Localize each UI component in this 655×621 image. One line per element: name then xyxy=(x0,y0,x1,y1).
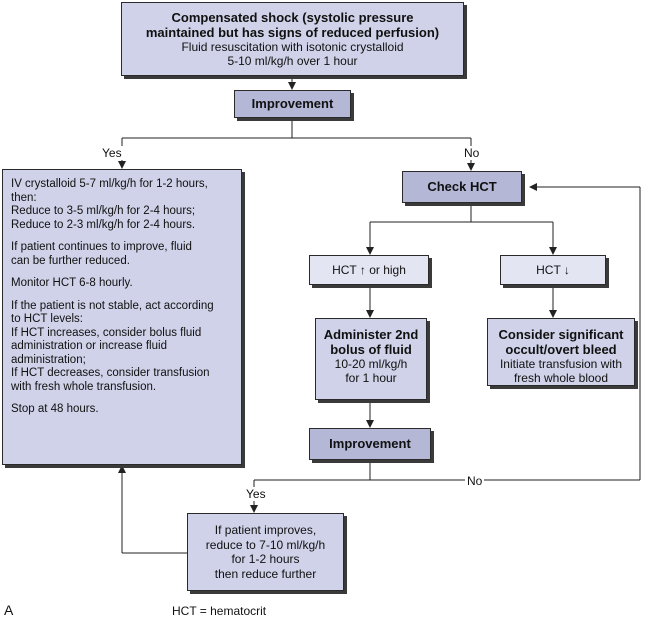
yes-label-2: Yes xyxy=(244,487,268,501)
left-p4-line-5: administration; xyxy=(11,353,86,366)
left-p4-line-7: with fresh whole transfusion. xyxy=(11,380,157,393)
bolus-line-2: for 1 hour xyxy=(345,371,397,385)
bolus-title-line-1: Administer 2nd xyxy=(323,327,419,342)
improves-line-1: If patient improves, xyxy=(214,523,317,537)
hct-down-label: HCT ↓ xyxy=(536,263,570,277)
left-paragraph-2: If patient continues to improve, fluid c… xyxy=(11,241,233,268)
left-p1-line-2: then: xyxy=(11,191,37,204)
hct-up-box: HCT ↑ or high xyxy=(309,255,429,285)
significant-bleed-box: Consider significant occult/overt bleed … xyxy=(487,318,635,386)
left-p5-line-1: Stop at 48 hours. xyxy=(11,403,99,415)
no-label-1: No xyxy=(462,146,482,160)
left-paragraph-5: Stop at 48 hours. xyxy=(11,403,233,417)
left-paragraph-1: IV crystalloid 5-7 ml/kg/h for 1-2 hours… xyxy=(11,178,233,232)
improvement-box-2: Improvement xyxy=(309,428,431,460)
left-p3-line-1: Monitor HCT 6-8 hourly. xyxy=(11,277,133,289)
legend-hct: HCT = hematocrit xyxy=(172,604,267,618)
yes-label-1: Yes xyxy=(100,146,124,160)
improves-line-3: for 1-2 hours xyxy=(231,552,300,566)
bleed-line-2: fresh whole blood xyxy=(513,371,609,385)
left-p1-line-3: Reduce to 3-5 ml/kg/h for 2-4 hours; xyxy=(11,205,196,217)
compensated-shock-box: Compensated shock (systolic pressure mai… xyxy=(121,2,464,76)
check-hct-label: Check HCT xyxy=(427,179,497,194)
compensated-shock-line-1: Fluid resuscitation with isotonic crysta… xyxy=(181,40,404,54)
left-paragraph-3: Monitor HCT 6-8 hourly. xyxy=(11,277,233,291)
hct-up-label: HCT ↑ or high xyxy=(332,263,406,277)
bleed-title-line-2: occult/overt bleed xyxy=(505,342,617,357)
hct-down-box: HCT ↓ xyxy=(500,255,606,285)
left-p4-line-2: to HCT levels: xyxy=(11,313,84,325)
compensated-shock-title-line-2: maintained but has signs of reduced perf… xyxy=(145,25,440,40)
improves-line-4: then reduce further xyxy=(214,566,317,581)
left-p4-line-4: administration or increase fluid xyxy=(11,340,167,352)
left-paragraph-4: If the patient is not stable, act accord… xyxy=(11,300,233,395)
bleed-line-1: Initiate transfusion with xyxy=(499,357,623,371)
improvement-1-label: Improvement xyxy=(251,96,334,111)
panel-letter: A xyxy=(4,602,14,618)
compensated-shock-title-line-1: Compensated shock (systolic pressure xyxy=(171,10,414,25)
improvement-2-label: Improvement xyxy=(329,436,411,451)
left-p2-line-1: If patient continues to improve, fluid xyxy=(11,241,192,253)
left-p1-line-4: Reduce to 2-3 ml/kg/h for 2-4 hours. xyxy=(11,218,196,231)
bolus-title-line-2: bolus of fluid xyxy=(330,342,412,357)
left-p2-line-2: can be further reduced. xyxy=(11,254,130,267)
compensated-shock-line-2: 5-10 ml/kg/h over 1 hour xyxy=(227,54,358,68)
improves-line-2: reduce to 7-10 ml/kg/h xyxy=(205,537,326,552)
no-label-2: No xyxy=(465,474,485,488)
left-p4-line-1: If the patient is not stable, act accord… xyxy=(11,299,214,312)
bleed-title-line-1: Consider significant xyxy=(498,327,624,342)
check-hct-box: Check HCT xyxy=(402,171,522,203)
left-p4-line-6: If HCT decreases, consider transfusion xyxy=(11,367,210,379)
patient-improves-box: If patient improves, reduce to 7-10 ml/k… xyxy=(187,513,344,591)
bolus-line-1: 10-20 ml/kg/h xyxy=(334,357,408,371)
left-p4-line-3: If HCT increases, consider bolus fluid xyxy=(11,326,202,339)
maintenance-fluid-box: IV crystalloid 5-7 ml/kg/h for 1-2 hours… xyxy=(2,169,242,465)
second-bolus-box: Administer 2nd bolus of fluid 10-20 ml/k… xyxy=(315,318,427,400)
improvement-box-1: Improvement xyxy=(234,90,351,118)
left-p1-line-1: IV crystalloid 5-7 ml/kg/h for 1-2 hours… xyxy=(11,178,208,190)
